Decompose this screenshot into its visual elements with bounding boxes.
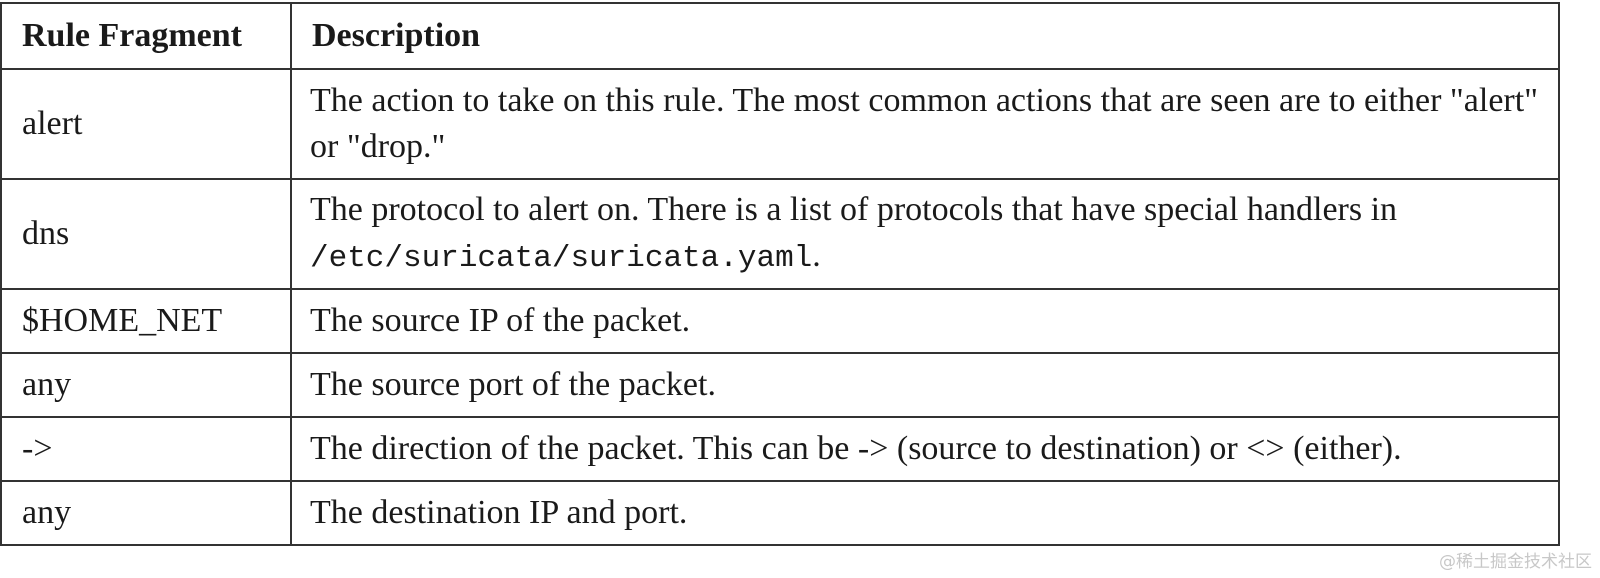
description-suffix: . xyxy=(812,236,821,274)
fragment-cell: dns xyxy=(0,178,292,290)
watermark: @稀土掘金技术社区 xyxy=(1439,552,1592,572)
description-cell: The action to take on this rule. The mos… xyxy=(290,68,1560,180)
fragment-cell: alert xyxy=(0,68,292,180)
header-rule-fragment: Rule Fragment xyxy=(0,2,292,70)
description-cell: The destination IP and port. xyxy=(290,480,1560,546)
fragment-cell: any xyxy=(0,352,292,418)
table-row: $HOME_NET The source IP of the packet. xyxy=(0,288,1560,354)
description-cell: The source port of the packet. xyxy=(290,352,1560,418)
description-cell: The protocol to alert on. There is a lis… xyxy=(290,178,1560,290)
description-text: The protocol to alert on. There is a lis… xyxy=(310,190,1398,228)
table-row: dns The protocol to alert on. There is a… xyxy=(0,178,1560,290)
fragment-cell: $HOME_NET xyxy=(0,288,292,354)
table-row: any The source port of the packet. xyxy=(0,352,1560,418)
config-path-code: /etc/suricata/suricata.yaml xyxy=(310,240,813,276)
fragment-cell: any xyxy=(0,480,292,546)
description-cell: The direction of the packet. This can be… xyxy=(290,416,1560,482)
table-row: alert The action to take on this rule. T… xyxy=(0,68,1560,180)
rule-fragment-table: Rule Fragment Description alert The acti… xyxy=(0,2,1560,546)
table-row: -> The direction of the packet. This can… xyxy=(0,416,1560,482)
table-row: any The destination IP and port. xyxy=(0,480,1560,546)
header-description: Description xyxy=(290,2,1560,70)
table-header-row: Rule Fragment Description xyxy=(0,2,1560,70)
description-cell: The source IP of the packet. xyxy=(290,288,1560,354)
rule-fragment-table-container: Rule Fragment Description alert The acti… xyxy=(0,2,1560,546)
fragment-cell: -> xyxy=(0,416,292,482)
